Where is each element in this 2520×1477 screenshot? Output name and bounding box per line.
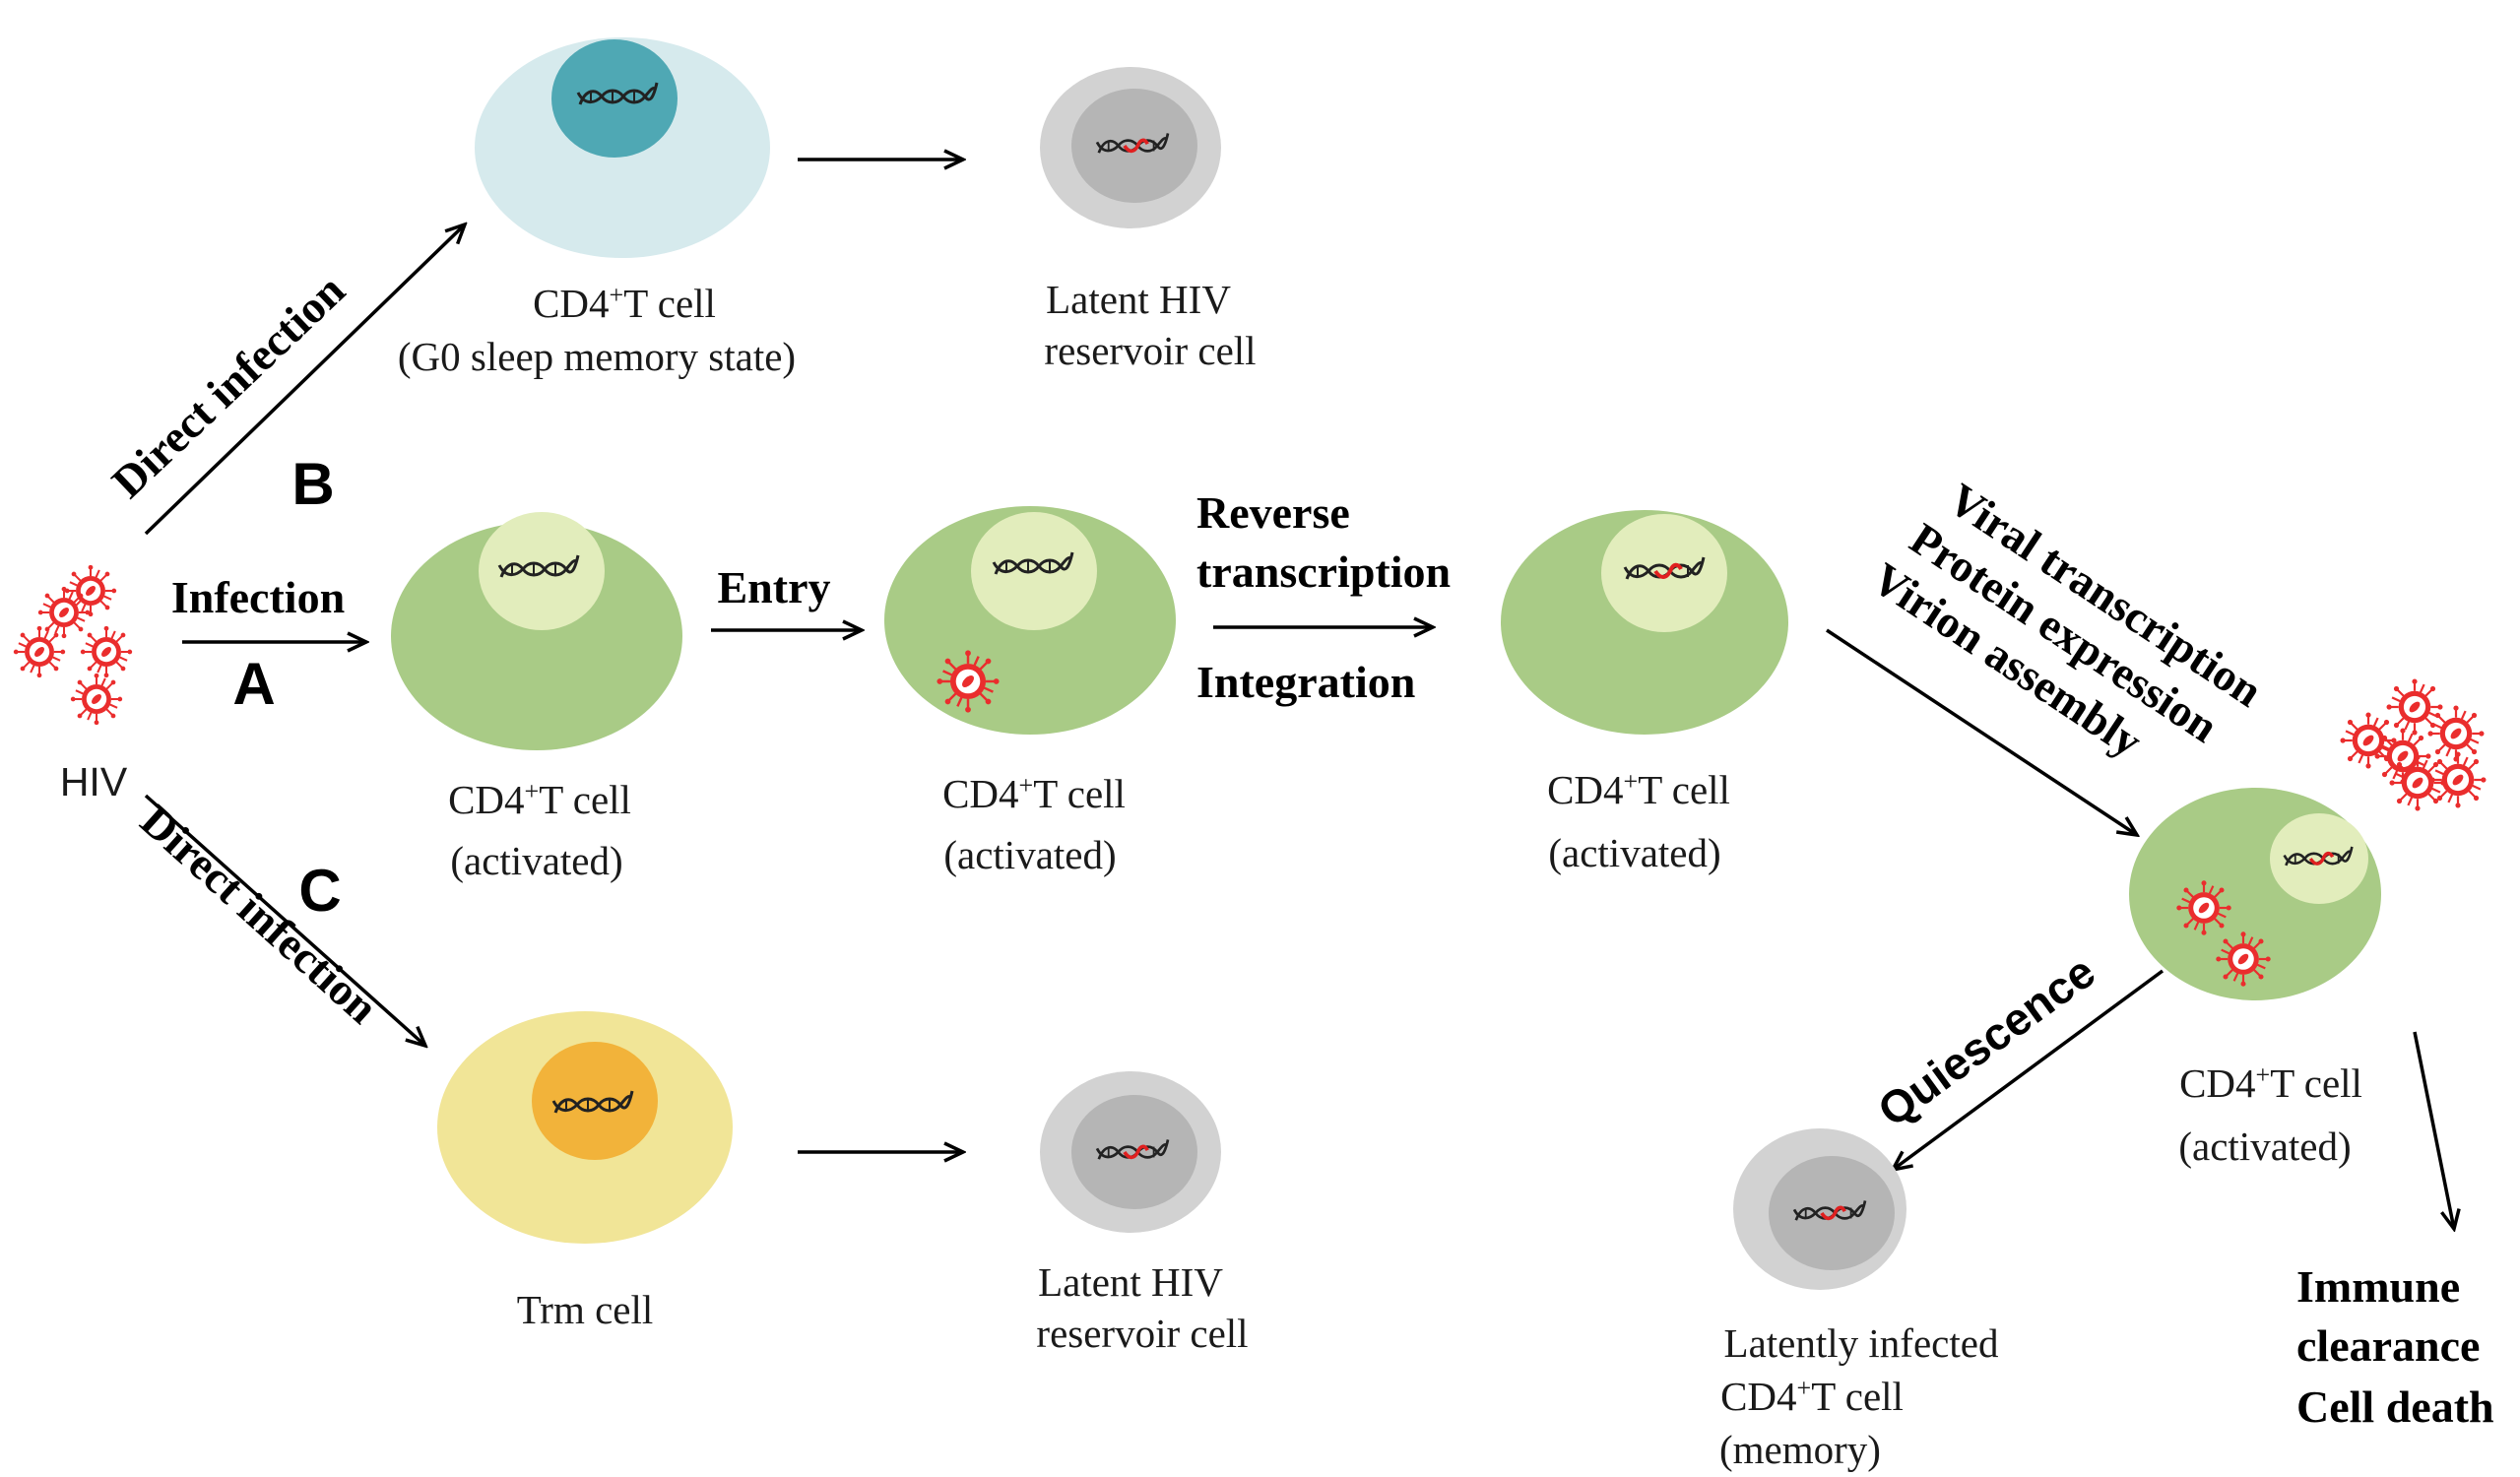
memory-cell-line3: (memory) <box>1719 1427 1881 1472</box>
quiescence-arrow <box>1893 969 2165 1170</box>
activated-cd4-cell-3 <box>1501 510 1788 735</box>
activated-cell-2-label: CD4+T cell <box>942 771 1126 816</box>
budding-virus-icon <box>2215 931 2272 988</box>
g0-cd4-cell <box>475 37 770 258</box>
activated-cell-3-label: CD4+T cell <box>1547 767 1730 812</box>
immune-label: Immune <box>2296 1261 2460 1312</box>
cell-death-label: Cell death <box>2296 1381 2494 1432</box>
latent-reservoir-cell-b <box>1040 67 1221 228</box>
path-b-label: B <box>291 451 334 517</box>
direct-infection-c-label: Direct infection <box>131 796 387 1034</box>
entering-virus-icon <box>936 649 1001 714</box>
infection-label: Infection <box>171 572 345 622</box>
latent-reservoir-cell-c <box>1040 1071 1221 1233</box>
budding-virus-icon <box>2175 879 2232 936</box>
reverse-label: Reverse <box>1196 487 1350 538</box>
activated-cell-4-label: CD4+T cell <box>2179 1060 2362 1106</box>
hiv-label: HIV <box>60 759 128 804</box>
clearance-label: clearance <box>2296 1320 2480 1371</box>
viral-production-arrow <box>1826 628 2137 835</box>
activated-cell-4-state: (activated) <box>2178 1124 2351 1169</box>
latent-b-line1: Latent HIV <box>1046 277 1231 322</box>
activated-cd4-cell-2 <box>884 506 1176 735</box>
direct-infection-c-arrow <box>144 794 425 1046</box>
g0-cell-state: (G0 sleep memory state) <box>398 334 796 379</box>
latent-memory-cell <box>1733 1128 1906 1290</box>
hiv-cluster <box>12 563 134 727</box>
latent-c-line2: reservoir cell <box>1036 1311 1248 1356</box>
entry-label: Entry <box>718 562 831 612</box>
memory-cell-line2: CD4+T cell <box>1720 1374 1904 1419</box>
activated-cell-2-state: (activated) <box>943 832 1116 877</box>
clearance-arrow <box>2413 1031 2454 1229</box>
memory-cell-line1: Latently infected <box>1724 1320 1999 1366</box>
integration-label: Integration <box>1196 657 1415 707</box>
activated-cd4-cell-4 <box>2129 788 2381 1000</box>
trm-cell-label: Trm cell <box>517 1287 654 1332</box>
latent-c-line1: Latent HIV <box>1038 1259 1223 1305</box>
activated-cell-1-state: (activated) <box>450 838 622 883</box>
activated-cell-3-state: (activated) <box>1548 830 1720 875</box>
activated-cell-1-label: CD4+T cell <box>448 777 631 822</box>
latent-b-line2: reservoir cell <box>1044 328 1256 373</box>
g0-cell-label: CD4+T cell <box>533 281 716 326</box>
activated-cd4-cell-1 <box>391 512 682 750</box>
trm-cell <box>437 1011 733 1244</box>
released-virions-cluster <box>2339 677 2488 812</box>
path-c-label: C <box>298 858 341 924</box>
direct-infection-b-arrow <box>144 225 465 536</box>
transcription-label: transcription <box>1196 546 1451 597</box>
path-a-label: A <box>232 651 275 717</box>
